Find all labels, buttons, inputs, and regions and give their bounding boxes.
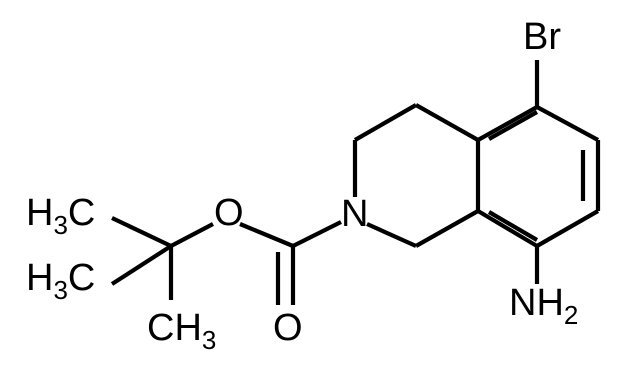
atom-o-carbonyl: O xyxy=(273,307,303,349)
atom-ch3-mid-c: C xyxy=(68,257,95,299)
bond-n2-c1 xyxy=(366,222,417,248)
atom-ch3-mid-subscript: 3 xyxy=(53,275,67,305)
atom-ch3-bottom-subscript: 3 xyxy=(202,325,216,355)
bond-c4-c3 xyxy=(353,103,418,142)
atom-nh2: NH2 xyxy=(509,282,578,330)
atom-o-ether: O xyxy=(214,192,244,234)
bond-c4a-c5 xyxy=(476,105,539,142)
atom-nh2-main: NH xyxy=(509,282,564,324)
atom-nh2-subscript: 2 xyxy=(564,300,578,330)
bond-n2-carbonyl-c xyxy=(292,220,342,248)
atom-n-ring: N xyxy=(341,193,368,235)
bond-c8-c8a xyxy=(476,209,539,248)
atom-ch3-top-h: H xyxy=(26,192,53,234)
atom-ch3-top-subscript: 3 xyxy=(53,210,67,240)
bond-cq-ch3-mid xyxy=(110,244,173,286)
atom-label-layer: Br N O O NH2 H3C H3C CH3 xyxy=(26,16,578,355)
bond-c4a-c4 xyxy=(414,103,480,142)
atom-ch3-bottom-main: CH xyxy=(147,307,202,349)
bond-c1-c8a xyxy=(414,209,480,248)
bond-carbonyl-c-o-ether xyxy=(239,222,294,248)
bond-c5-c6 xyxy=(536,105,599,142)
atom-br: Br xyxy=(523,16,561,58)
atom-ch3-top-c: C xyxy=(68,192,95,234)
bond-c5-c4a-inner xyxy=(487,110,539,141)
bond-cq-ch3-top xyxy=(111,216,172,248)
bond-o-ether-cq xyxy=(170,222,214,248)
atom-ch3-top: H3C xyxy=(26,192,95,240)
bond-c8-c8a-inner xyxy=(487,210,539,242)
atom-ch3-mid-h: H xyxy=(26,257,53,299)
atom-ch3-bottom: CH3 xyxy=(147,307,216,355)
atom-ch3-mid: H3C xyxy=(26,257,95,305)
bond-layer xyxy=(110,60,601,305)
bond-c7-c8 xyxy=(535,209,600,248)
